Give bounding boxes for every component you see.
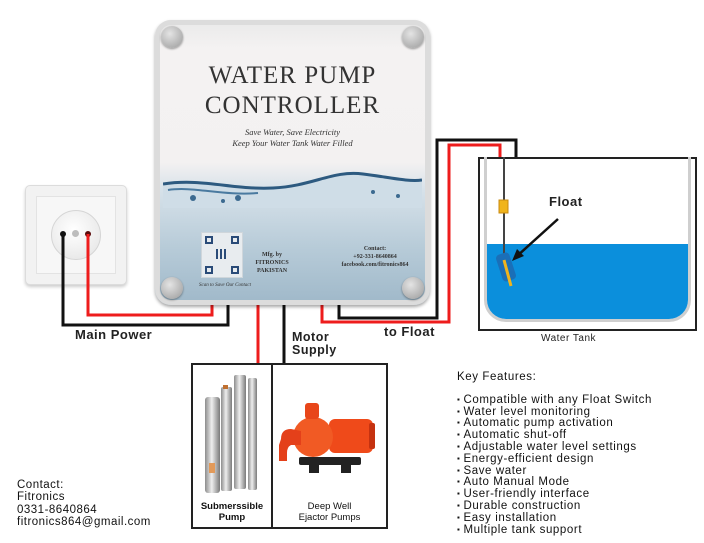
mfg-line2: FITRONICS xyxy=(255,260,289,266)
submersible-pump-label-line1: Submerssible xyxy=(200,501,264,512)
screw-icon xyxy=(402,277,424,299)
feature-item: Automatic shut-off xyxy=(457,429,652,442)
water-splash-graphic xyxy=(163,171,422,208)
contact-email[interactable]: fitronics864@gmail.com xyxy=(17,515,151,528)
screw-icon xyxy=(402,26,424,48)
feature-item: Water level monitoring xyxy=(457,406,652,419)
ejector-pump-label-line1: Deep Well xyxy=(307,501,352,512)
screw-icon xyxy=(161,277,183,299)
key-features-list: Compatible with any Float Switch Water l… xyxy=(457,394,652,537)
float-switch-graphic xyxy=(496,157,559,287)
manufacturer-info: Mfg. by FITRONICS PAKISTAN xyxy=(247,251,297,275)
controller-tagline-line1: Save Water, Save Electricity xyxy=(244,127,341,137)
contact-heading: Contact: xyxy=(17,479,64,491)
main-power-neutral-wire xyxy=(61,234,230,327)
mfg-line3: PAKISTAN xyxy=(256,268,288,274)
feature-item: Durable construction xyxy=(457,500,652,513)
controller-title-line2: CONTROLLER xyxy=(204,92,381,119)
water-pump-controller: WATER PUMP CONTROLLER Save Water, Save E… xyxy=(155,20,430,305)
key-features-heading: Key Features: xyxy=(457,371,537,383)
main-power-live-wire xyxy=(86,234,214,317)
feature-item: Automatic pump activation xyxy=(457,418,652,430)
ejector-pump-image xyxy=(279,403,375,473)
motor-supply-label-line2: Supply xyxy=(292,343,337,357)
controller-contact-facebook[interactable]: facebook.com/fitronics864 xyxy=(341,262,409,268)
ejector-pump-card: Deep Well Ejactor Pumps xyxy=(271,363,388,529)
screw-icon xyxy=(161,26,183,48)
contact-block: Contact: Fitronics 0331-8640864 fitronic… xyxy=(17,479,151,528)
feature-item: Save water xyxy=(457,465,652,478)
feature-item: Multiple tank support xyxy=(457,524,652,537)
contact-phone[interactable]: 0331-8640864 xyxy=(17,503,98,516)
key-features: Key Features: Compatible with any Float … xyxy=(457,371,652,537)
float-neutral-wire xyxy=(337,138,518,320)
motor-supply-label-line1: Motor xyxy=(292,330,330,344)
float-label: Float xyxy=(549,194,583,209)
submersible-pump-label: Submerssible Pump xyxy=(193,501,271,523)
controller-contact-info: Contact: +92-331-8640864 facebook.com/fi… xyxy=(325,245,425,269)
controller-tagline-line2: Keep Your Water Tank Water Filled xyxy=(232,138,353,148)
feature-item: User-friendly interface xyxy=(457,488,652,501)
qr-caption: Scan to Save Our Contact xyxy=(199,283,251,288)
motor-supply-label: Motor Supply xyxy=(292,331,337,357)
main-power-label: Main Power xyxy=(75,327,153,342)
feature-item: Auto Manual Mode xyxy=(457,477,652,489)
ejector-pump-label-line2: Ejactor Pumps xyxy=(298,512,361,523)
water-tank-label: Water Tank xyxy=(541,333,597,344)
submersible-pump-label-line2: Pump xyxy=(218,512,246,523)
feature-item: Energy-efficient design xyxy=(457,453,652,466)
feature-item: Adjustable water level settings xyxy=(457,441,652,454)
ejector-pump-label: Deep Well Ejactor Pumps xyxy=(273,501,386,523)
socket-screw-icon xyxy=(72,230,79,237)
submersible-pump-image xyxy=(205,375,257,493)
controller-title-line1: WATER PUMP xyxy=(208,62,377,89)
contact-name: Fitronics xyxy=(17,491,65,504)
feature-item: Compatible with any Float Switch xyxy=(457,394,652,407)
mfg-line1: Mfg. by xyxy=(262,252,282,258)
to-float-label: to Float xyxy=(384,324,435,339)
float-icon xyxy=(502,259,513,287)
controller-contact-heading: Contact: xyxy=(363,246,387,252)
feature-item: Easy installation xyxy=(457,512,652,525)
controller-contact-phone: +92-331-8640864 xyxy=(353,254,397,260)
float-stopper-icon xyxy=(498,199,509,214)
submersible-pump-card: Submerssible Pump xyxy=(191,363,273,529)
float-live-wire xyxy=(320,143,502,324)
qr-code[interactable] xyxy=(201,232,243,278)
float-arrow-icon xyxy=(512,249,524,261)
